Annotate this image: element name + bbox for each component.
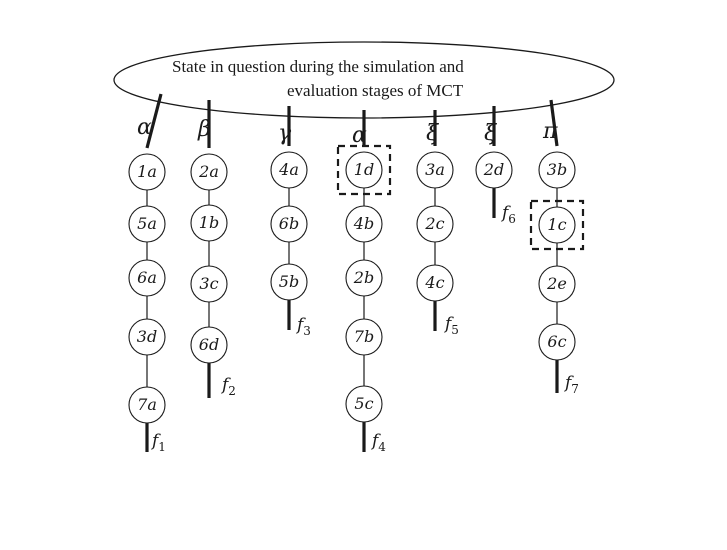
branch-symbol-label: ξ [426,121,440,146]
branch-5: ξ 3a 2c 4c f5 [416,110,459,337]
state-node-label: 3c [199,274,218,293]
terminal-subscript: 6 [508,212,516,226]
state-node-label: 3d [137,327,157,346]
terminal-label: f4 [370,431,386,454]
state-node-label: 4a [278,160,299,179]
state-node-label: 5a [137,214,157,233]
state-node-label: 1a [137,162,157,181]
state-node-label: 2c [424,214,444,233]
branch-7: π 3b 1c 2e 6c f7 [529,99,585,396]
terminal-label: f5 [443,314,459,337]
terminal-label: f3 [295,315,311,338]
branch-4: α 1d 4b 2b 7b 5c f4 [336,110,392,454]
terminal-label: f6 [500,203,516,226]
state-node-5a [128,205,166,243]
branch-symbol-label: β [197,117,211,142]
branches-layer: α 1a 5a 6a 3d 7a f1 β 2a 1b 3c 6d f2 γ 4a 6b 5b f3 α 1d 4b 2b… [128,93,585,454]
state-node-label: 4c [424,273,444,292]
state-node-6a [128,259,166,297]
state-node-1a [128,153,166,191]
branch-symbol-label: γ [278,121,292,146]
state-node-3a [416,151,454,189]
branch-3: γ 4a 6b 5b f3 [270,106,311,338]
root-caption-line1: State in question during the simulation … [172,57,464,76]
terminal-subscript: 1 [158,440,166,454]
state-node-label: 2b [353,268,374,287]
root-state-ellipse [113,41,615,119]
terminal-subscript: 5 [451,323,459,337]
state-node-label: 6d [199,335,219,354]
state-node-3b [538,151,576,189]
state-node-4a [270,151,308,189]
highlight-box [336,144,392,196]
state-node-label: 3b [547,160,567,179]
terminal-subscript: 2 [228,384,236,398]
state-node-label: 6b [279,214,299,233]
state-node-label: 7a [137,395,157,414]
state-node-label: 1b [199,213,219,232]
state-node-7b [345,318,383,356]
state-node-1b [190,204,228,242]
state-node-label: 6a [137,268,157,287]
terminal-label: f1 [150,431,166,454]
state-node-label: 7b [354,327,374,346]
branch-2: β 2a 1b 3c 6d f2 [190,100,236,398]
state-node-label: 5c [354,394,373,413]
state-node-2e [538,265,576,303]
state-node-label: 1d [354,160,374,179]
state-node-label: 5b [279,272,299,291]
state-node-label: 2e [546,274,567,293]
branch-symbol-label: α [352,123,367,148]
branch-6: ξ 2d f6 [475,106,516,226]
terminal-subscript: 7 [571,382,579,396]
state-node-2b [345,259,383,297]
terminal-label: f2 [220,375,236,398]
state-node-label: 2a [198,162,219,181]
state-node-4b [345,205,383,243]
branch-1: α 1a 5a 6a 3d 7a f1 [128,93,166,454]
state-node-label: 4b [353,214,374,233]
state-node-label: 6c [547,332,566,351]
branch-stub [145,93,163,149]
branch-stub [549,99,559,147]
state-node-6b [270,205,308,243]
state-node-3d [128,318,166,356]
root-caption-line2: evaluation stages of MCT [287,81,464,100]
branch-symbol-label: ξ [484,121,498,146]
state-node-1c [538,206,576,244]
branch-symbol-label: π [542,119,558,144]
state-node-2a [190,153,228,191]
terminal-subscript: 3 [303,324,311,338]
state-node-2c [416,205,454,243]
state-node-1d [345,151,383,189]
highlight-box [529,199,585,251]
state-node-3c [190,265,228,303]
state-node-label: 3a [425,160,445,179]
state-node-label: 2d [483,160,504,179]
branch-symbol-label: α [137,115,152,140]
terminal-subscript: 4 [378,440,386,454]
state-node-label: 1c [547,215,566,234]
terminal-label: f7 [563,373,579,396]
